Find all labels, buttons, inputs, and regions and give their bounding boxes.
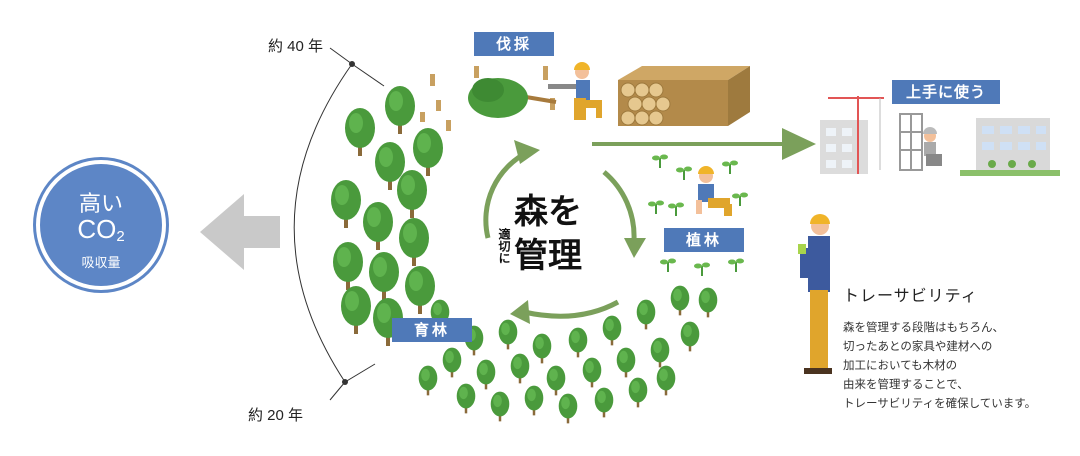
traceability-line: トレーサビリティを確保しています。 [843, 396, 1037, 410]
age-leader-top [329, 47, 353, 65]
tree-icon [399, 218, 429, 266]
cycle-arrowhead-top [514, 140, 540, 164]
tree-icon [698, 287, 718, 318]
center-headline-line2: 管理 [514, 236, 582, 276]
tree-icon [476, 359, 496, 390]
stage-label-harvest: 伐採 [474, 32, 554, 56]
cycle-arrow-left [483, 149, 530, 239]
center-headline-side: 適切に [497, 228, 511, 264]
sapling-icon [660, 258, 676, 272]
stage-label-nurture: 育林 [392, 318, 472, 342]
age-marker-bottom [342, 379, 348, 385]
tree-icon [369, 252, 399, 300]
use-arrow-head [782, 128, 816, 160]
fallen-tree-icon [468, 78, 557, 118]
plant-worker-icon [696, 166, 732, 216]
age-leader-bottom [329, 381, 346, 401]
traceability-line: 切ったあとの家具や建材への [843, 339, 993, 353]
tree-icon [413, 128, 443, 176]
cycle-arrowhead-right [624, 238, 646, 258]
sapling-icon [652, 154, 668, 168]
tree-icon [363, 202, 393, 250]
sapling-icon [728, 258, 744, 272]
tree-icon [650, 337, 670, 368]
tree-icon [546, 365, 566, 396]
tree-icon [524, 385, 544, 416]
traceability-line: 由来を管理することで、 [843, 377, 969, 391]
tree-icon [490, 391, 510, 422]
co2-badge-line1: 高い [78, 192, 123, 217]
co2-subscript: 2 [116, 228, 125, 245]
tree-icon [405, 266, 435, 314]
tree-icon [628, 377, 648, 408]
tree-icon [397, 170, 427, 218]
stage-label-use: 上手に使う [892, 80, 1000, 104]
tree-stumps [420, 66, 555, 131]
cycle-arrowhead-bottom [510, 300, 530, 324]
traceability-line: 森を管理する段階はもちろん、 [843, 320, 1004, 334]
co2-badge-line2: CO2 [40, 214, 162, 245]
log-pile-icon [618, 66, 750, 126]
tree-icon [602, 315, 622, 346]
cycle-arrow-right [602, 170, 637, 241]
co2-gray-arrow [200, 194, 280, 270]
co2-text: CO [77, 214, 117, 244]
center-headline-line1: 森を [514, 192, 582, 232]
tree-icon [568, 327, 588, 358]
tree-icon [498, 319, 518, 350]
age-marker-top [349, 61, 355, 67]
sapling-icon [694, 262, 710, 276]
tree-icon [532, 333, 552, 364]
tree-icon [345, 108, 375, 156]
tree-icon [442, 347, 462, 378]
sapling-icon [668, 202, 684, 216]
tree-icon [558, 393, 578, 424]
tree-icon [331, 180, 361, 228]
cycle-arrow-bottom [523, 299, 620, 319]
age-bracket-arc [293, 63, 353, 383]
tree-icon [616, 347, 636, 378]
age-label-20: 約 20 年 [248, 407, 304, 424]
age-leader-bottom-inner [344, 363, 376, 383]
tree-icon [418, 365, 438, 396]
sapling-icon [648, 200, 664, 214]
co2-absorption-badge: 高い CO2 吸収量 [36, 160, 166, 290]
traceability-line: 加工においても木材の [843, 358, 958, 372]
sapling-icon [676, 166, 692, 180]
traceability-title: トレーサビリティ [843, 286, 978, 305]
traceability-body: 森を管理する段階はもちろん、 切ったあとの家具や建材への 加工においても木材の … [843, 318, 1073, 413]
tree-icon [656, 365, 676, 396]
tree-icon [385, 86, 415, 134]
sapling-icon [732, 192, 748, 206]
co2-badge-line3: 吸収量 [81, 256, 121, 271]
age-label-40: 約 40 年 [268, 38, 324, 55]
tree-icon [636, 299, 656, 330]
sapling-icon [722, 160, 738, 174]
saplings [648, 154, 748, 276]
tree-icon [582, 357, 602, 388]
tree-icon [341, 286, 371, 334]
building-scene [820, 96, 1060, 176]
tree-icon [510, 353, 530, 384]
age-leader-top-inner [351, 63, 385, 87]
stage-label-plant: 植林 [664, 228, 744, 252]
traceability-worker-icon [798, 214, 832, 374]
tree-icon [456, 383, 476, 414]
forest-trees [331, 86, 718, 424]
tree-icon [375, 142, 405, 190]
harvest-worker-icon [548, 62, 602, 120]
tree-icon [670, 285, 690, 316]
tree-icon [594, 387, 614, 418]
tree-icon [333, 242, 363, 290]
tree-icon [680, 321, 700, 352]
